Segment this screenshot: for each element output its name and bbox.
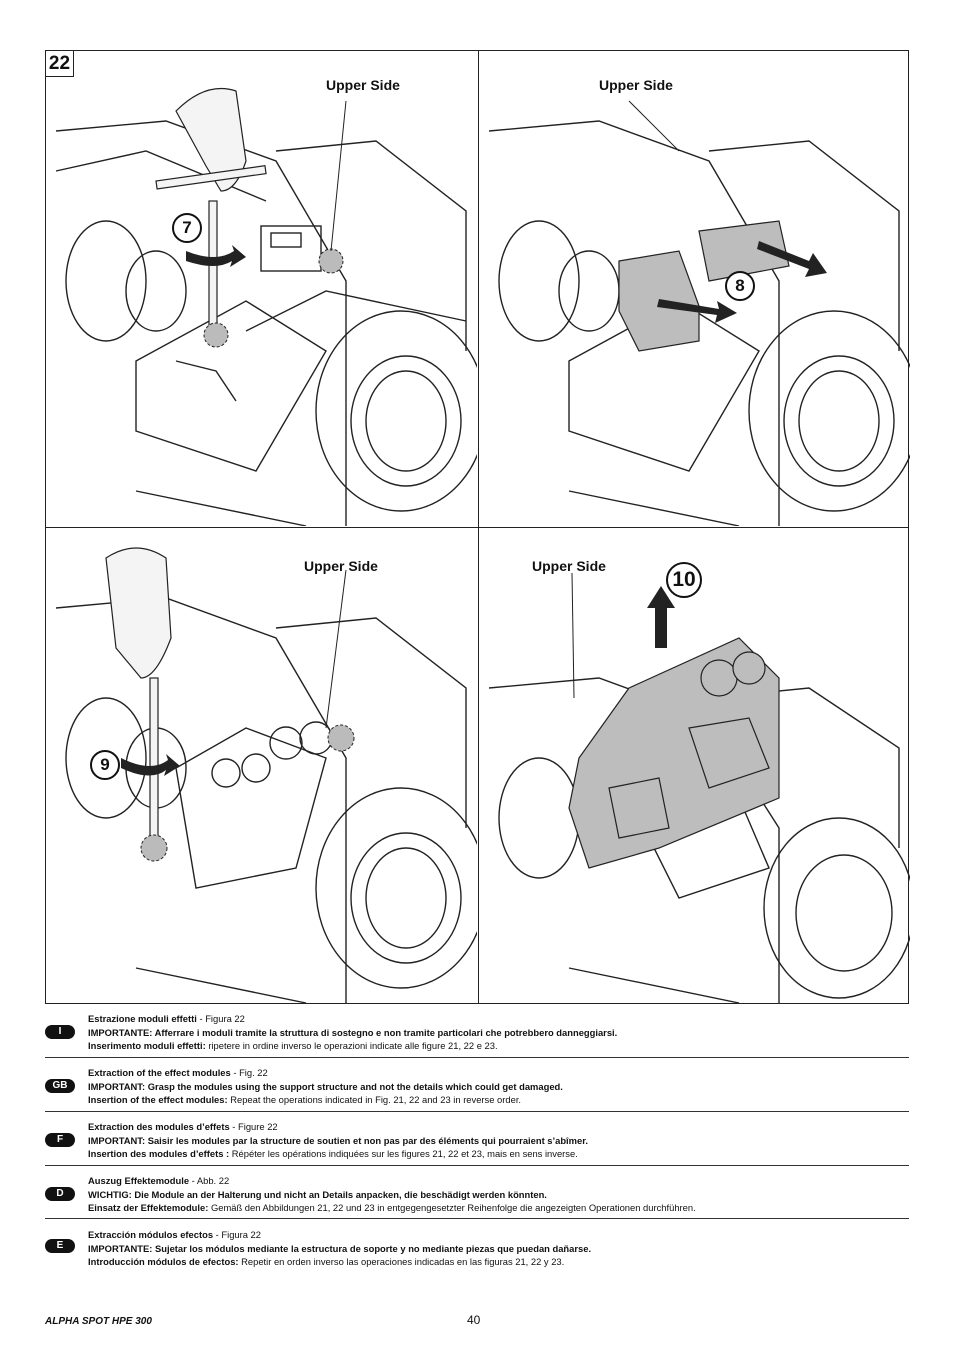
step-number-badge: 7: [172, 213, 202, 243]
figure-number: 22: [46, 51, 74, 77]
important-note: IMPORTANTE: Afferrare i moduli tramite l…: [88, 1026, 618, 1038]
insertion-text: Repetir en orden inverso las operaciones…: [238, 1256, 565, 1267]
language-text: Extraction of the effect modules - Fig. …: [88, 1066, 908, 1107]
section-title: Extraction of the effect modules: [88, 1067, 231, 1078]
fixture-illustration: [488, 100, 910, 526]
insertion-label: Introducción módulos de efectos:: [88, 1256, 239, 1267]
insertion-label: Insertion des modules d’effets :: [88, 1148, 230, 1159]
product-model-name: ALPHA SPOT HPE 300: [45, 1316, 152, 1327]
section-title: Auszug Effektemodule: [88, 1175, 190, 1186]
upper-side-label: Upper Side: [326, 77, 400, 93]
step-number-badge: 10: [666, 562, 702, 598]
insertion-text: ripetere in ordine inverso le operazioni…: [205, 1040, 498, 1051]
rotate-arrow-icon: [121, 754, 180, 776]
figure-22: Upper Side 7 Upper Side: [45, 50, 910, 1004]
section-title: Extracción módulos efectos: [88, 1229, 214, 1240]
section-divider: [45, 1111, 909, 1112]
pull-arrow-icon: [657, 299, 737, 323]
panel-step-8: Upper Side 8: [479, 51, 910, 526]
fixture-illustration: [55, 87, 477, 526]
page-number: 40: [467, 1313, 481, 1327]
insertion-label: Einsatz der Effektemodule:: [88, 1202, 209, 1213]
language-badge: D: [45, 1187, 75, 1201]
insertion-text: Gemäß den Abbildungen 21, 22 und 23 in e…: [208, 1202, 696, 1213]
section-divider: [45, 1218, 909, 1219]
figure-reference: - Figura 22: [213, 1229, 261, 1240]
step-number-badge: 8: [725, 271, 755, 301]
figure-reference: - Figure 22: [229, 1121, 278, 1132]
language-text: Extracción módulos efectos - Figura 22 I…: [88, 1228, 908, 1269]
upper-side-label: Upper Side: [532, 558, 606, 574]
important-note: IMPORTANTE: Sujetar los módulos mediante…: [88, 1242, 592, 1254]
language-badge: I: [45, 1025, 75, 1039]
lift-arrow-icon: [647, 586, 675, 648]
fixture-illustration: [488, 572, 910, 1003]
figure-reference: - Figura 22: [196, 1013, 245, 1024]
insertion-label: Insertion of the effect modules:: [88, 1094, 228, 1105]
insertion-text: Repeat the operations indicated in Fig. …: [227, 1094, 522, 1105]
insertion-label: Inserimento moduli effetti:: [88, 1040, 206, 1051]
language-badge: F: [45, 1133, 75, 1147]
language-badge: GB: [45, 1079, 75, 1093]
section-divider: [45, 1165, 909, 1166]
panel-step-7: Upper Side 7: [46, 51, 477, 526]
section-divider: [45, 1057, 909, 1058]
section-title: Estrazione moduli effetti: [88, 1013, 197, 1024]
important-note: WICHTIG: Die Module an der Halterung und…: [88, 1188, 547, 1200]
section-title: Extraction des modules d’effets: [88, 1121, 230, 1132]
rotate-arrow-icon: [186, 245, 246, 267]
upper-side-label: Upper Side: [304, 558, 378, 574]
language-text: Auszug Effektemodule - Abb. 22 WICHTIG: …: [88, 1174, 908, 1215]
language-badge: E: [45, 1239, 75, 1253]
important-note: IMPORTANT: Grasp the modules using the s…: [88, 1080, 563, 1092]
upper-side-label: Upper Side: [599, 77, 673, 93]
insertion-text: Répéter les opérations indiquées sur les…: [229, 1148, 578, 1159]
pull-arrow-icon: [757, 241, 827, 277]
panel-step-9: Upper Side 9: [46, 528, 477, 1003]
fixture-illustration: [55, 547, 477, 1003]
language-text: Extraction des modules d’effets - Figure…: [88, 1120, 908, 1161]
language-text: Estrazione moduli effetti - Figura 22 IM…: [88, 1012, 908, 1053]
panel-step-10: Upper Side 10: [479, 528, 910, 1003]
step-number-badge: 9: [90, 750, 120, 780]
important-note: IMPORTANT: Saisir les modules par la str…: [88, 1134, 588, 1146]
figure-reference: - Abb. 22: [189, 1175, 230, 1186]
figure-reference: - Fig. 22: [230, 1067, 268, 1078]
figure-divider-horizontal: [46, 527, 908, 528]
